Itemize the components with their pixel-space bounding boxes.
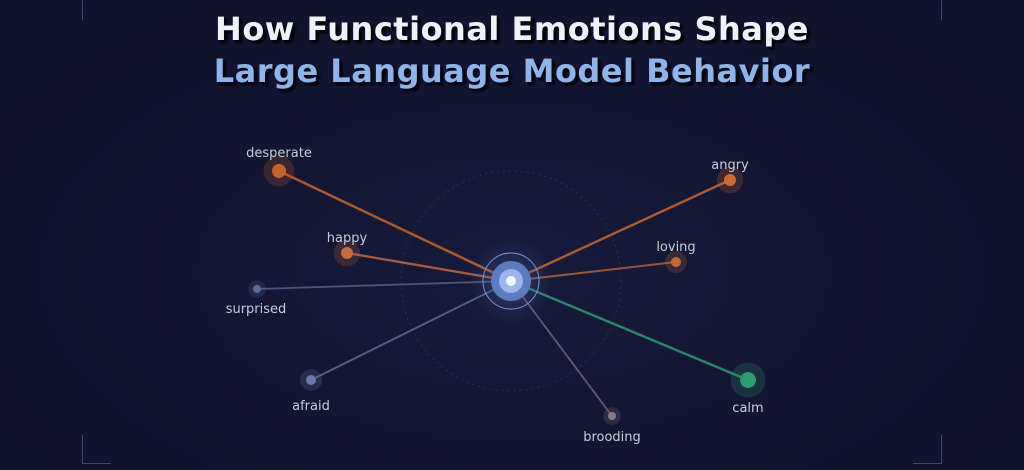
node-dot <box>671 257 681 267</box>
edge-calm <box>509 279 750 382</box>
page-title: How Functional Emotions Shape <box>215 10 809 48</box>
orbit-ring-outer <box>400 170 622 392</box>
frame-corner-bottom-left <box>82 435 111 464</box>
emotion-node-brooding[interactable]: brooding <box>583 407 641 445</box>
hub-node <box>469 239 553 323</box>
emotion-node-surprised[interactable]: surprised <box>226 280 287 317</box>
frame-corner-top-left <box>82 0 111 20</box>
frame-corner-bottom-right <box>913 435 942 464</box>
node-dot <box>724 174 736 186</box>
frame-corner-top-right <box>913 0 942 20</box>
node-dot <box>740 372 756 388</box>
page-subtitle: Large Language Model Behavior <box>213 52 811 90</box>
hub-outer-ring <box>482 252 540 310</box>
node-label-desperate: desperate <box>246 146 312 161</box>
edge-surprised <box>256 280 512 290</box>
emotion-node-happy[interactable]: happy <box>327 231 368 267</box>
node-dot <box>253 285 261 293</box>
node-label-calm: calm <box>732 401 763 416</box>
node-label-angry: angry <box>711 158 749 173</box>
node-dot <box>306 375 316 385</box>
node-dot <box>272 164 286 178</box>
core-model-node-icon <box>506 276 516 286</box>
emotion-node-angry[interactable]: angry <box>711 158 749 194</box>
emotion-node-loving[interactable]: loving <box>656 240 696 273</box>
emotion-node-afraid[interactable]: afraid <box>292 369 330 414</box>
node-dot <box>608 412 616 420</box>
edge-desperate <box>277 169 513 283</box>
node-layer: desperate angry happy loving surprised afraid… <box>226 146 766 445</box>
node-label-brooding: brooding <box>583 430 641 445</box>
node-label-loving: loving <box>656 240 695 255</box>
node-dot <box>341 247 353 259</box>
node-label-afraid: afraid <box>292 399 330 414</box>
emotion-node-calm[interactable]: calm <box>730 362 766 416</box>
node-label-surprised: surprised <box>226 302 287 317</box>
node-label-happy: happy <box>327 231 368 246</box>
edge-layer <box>256 169 750 417</box>
title-block: How Functional Emotions Shape Large Lang… <box>0 8 1024 92</box>
emotion-node-desperate[interactable]: desperate <box>246 146 312 187</box>
